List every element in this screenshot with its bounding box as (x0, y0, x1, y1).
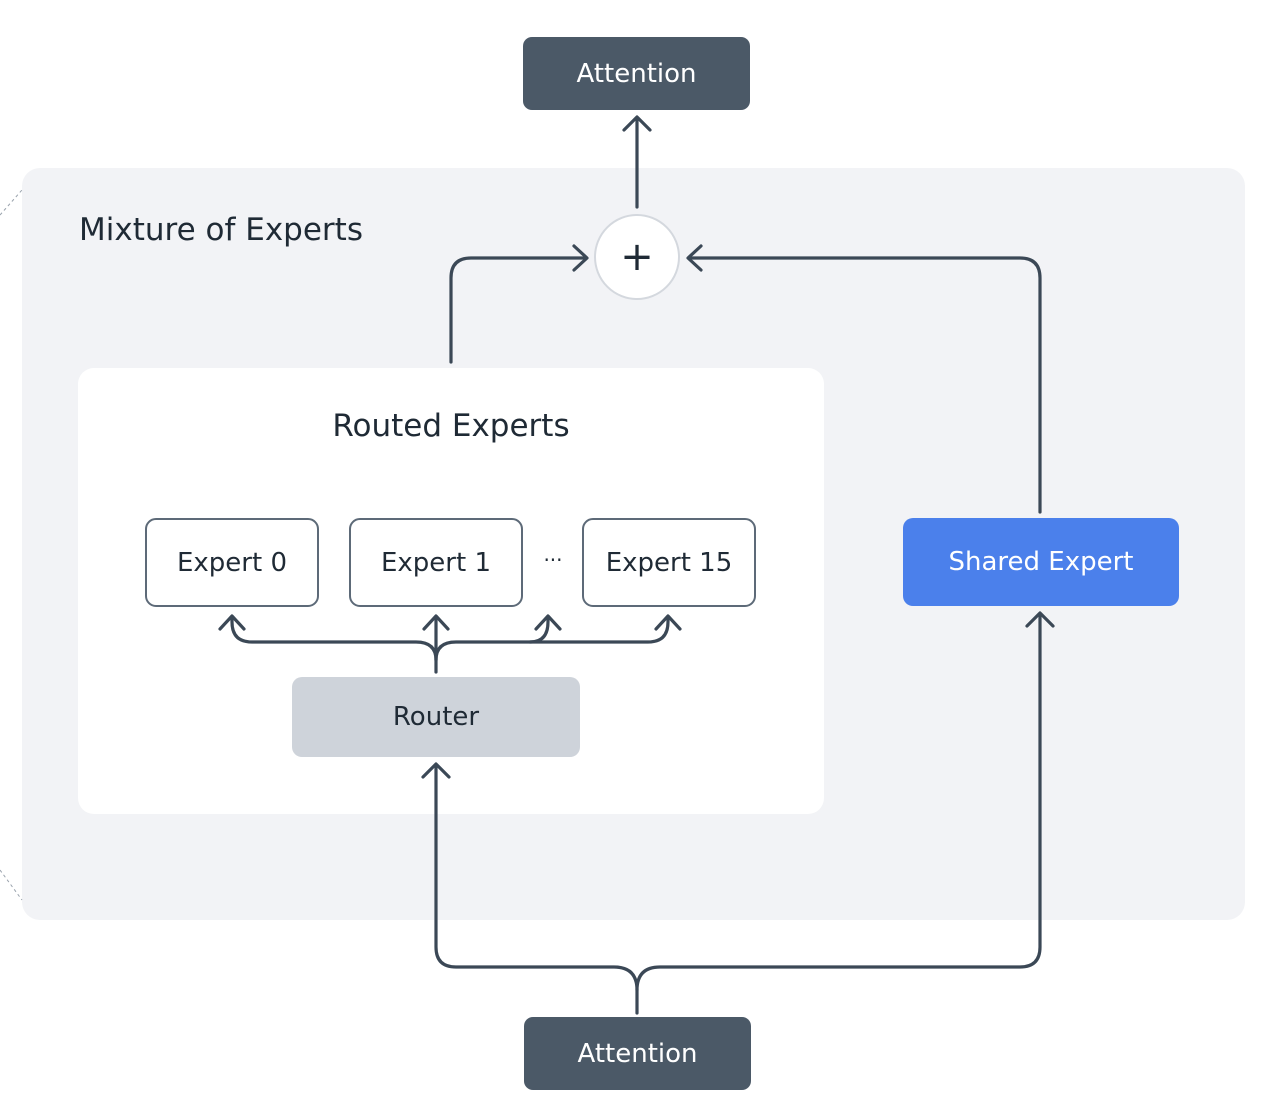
left-dashed-guide (0, 189, 23, 216)
router-to-hidden-expert-connector (528, 615, 550, 644)
plus-icon: + (620, 234, 654, 280)
router-to-expert-15-connector (434, 615, 670, 662)
experts-ellipsis: ··· (543, 548, 563, 572)
shared-to-sum-connector (687, 256, 1042, 514)
routed-sum-arrowhead (572, 244, 589, 272)
routed-to-sum-connector (449, 256, 588, 364)
shared-input-arrowhead (1025, 611, 1055, 628)
expert-0-node: Expert 0 (145, 518, 319, 607)
router-to-expert-0-connector (230, 615, 438, 662)
mixture-of-experts-title: Mixture of Experts (79, 212, 363, 248)
attention-input-node: Attention (524, 1017, 751, 1090)
expert-15-arrowhead (654, 614, 682, 631)
expert-1-node: Expert 1 (349, 518, 523, 607)
expert-0-arrowhead (218, 614, 246, 631)
shared-sum-arrowhead (686, 244, 703, 272)
router-input-arrowhead (421, 762, 451, 779)
shared-expert-node: Shared Expert (903, 518, 1179, 606)
expert-15-node: Expert 15 (582, 518, 756, 607)
attention-output-arrowhead (622, 115, 652, 132)
input-split-connector (434, 763, 639, 1015)
routed-experts-title: Routed Experts (332, 408, 570, 444)
expert-1-arrowhead (422, 614, 450, 631)
router-node: Router (292, 677, 580, 757)
sum-node: + (594, 214, 680, 300)
attention-output-node: Attention (523, 37, 750, 110)
left-dashed-guide-lower (0, 869, 23, 901)
hidden-expert-arrowhead (534, 614, 562, 631)
input-to-shared-connector (635, 612, 1042, 992)
